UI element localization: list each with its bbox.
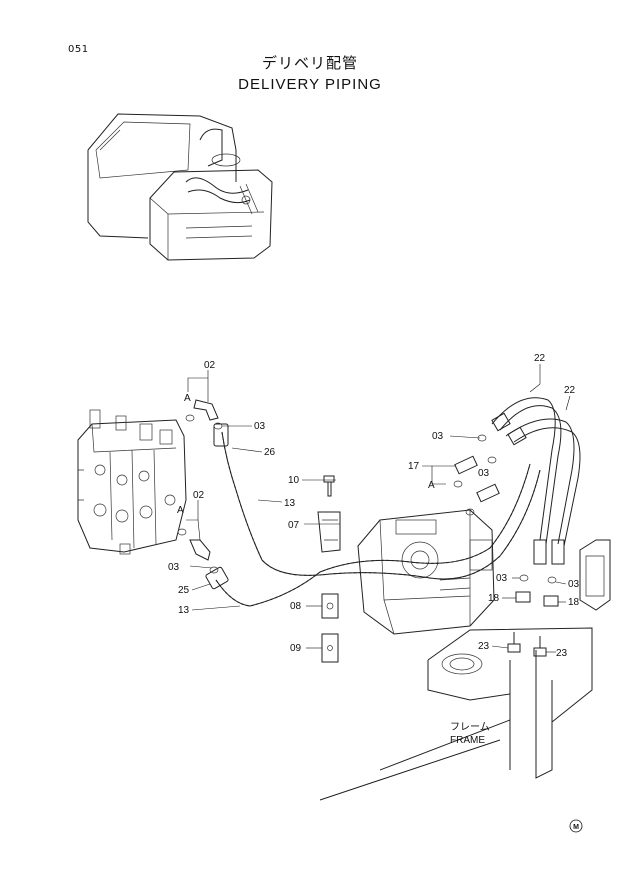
label-part-03: 03: [496, 573, 508, 584]
pump-assembly-illustration: [357, 509, 495, 635]
label-part-22: 22: [564, 385, 576, 396]
label-part-03: 03: [568, 579, 580, 590]
label-part-03: 03: [478, 468, 490, 479]
label-part-22: 22: [534, 353, 546, 364]
title-japanese: デリベリ配管: [261, 54, 358, 72]
label-part-02: 02: [204, 360, 216, 371]
label-part-03: 03: [432, 431, 444, 442]
hoses-13-26: [205, 423, 541, 607]
label-part-07: 07: [288, 520, 300, 531]
frame-label-japanese: フレーム: [450, 721, 490, 733]
label-part-13: 13: [178, 605, 190, 616]
label-part-26: 26: [264, 447, 276, 458]
label-part-18: 18: [488, 593, 500, 604]
fittings: [177, 399, 559, 663]
label-ref-a: A: [184, 393, 191, 404]
label-part-17: 17: [408, 461, 420, 472]
leader-lines: [186, 364, 571, 653]
label-ref-a: A: [177, 505, 184, 516]
hoses-22: [491, 397, 581, 565]
label-part-23: 23: [556, 648, 568, 659]
label-part-18: 18: [568, 597, 580, 608]
label-part-03: 03: [168, 562, 180, 573]
control-valve-illustration: [77, 409, 187, 555]
frame-illustration: [319, 539, 611, 801]
excavator-overview-illustration: [87, 113, 273, 261]
corner-mark-circle: [569, 819, 583, 833]
label-ref-a: A: [428, 480, 435, 491]
frame-label-english: FRAME: [450, 735, 485, 746]
label-part-08: 08: [290, 601, 302, 612]
label-part-02: 02: [193, 490, 205, 501]
page-number: 051: [68, 44, 89, 55]
label-part-03: 03: [254, 421, 266, 432]
label-part-13: 13: [284, 498, 296, 509]
title-english: DELIVERY PIPING: [238, 76, 382, 93]
corner-mark: M: [573, 824, 579, 831]
label-part-10: 10: [288, 475, 300, 486]
label-part-23: 23: [478, 641, 490, 652]
label-part-09: 09: [290, 643, 302, 654]
label-part-25: 25: [178, 585, 190, 596]
